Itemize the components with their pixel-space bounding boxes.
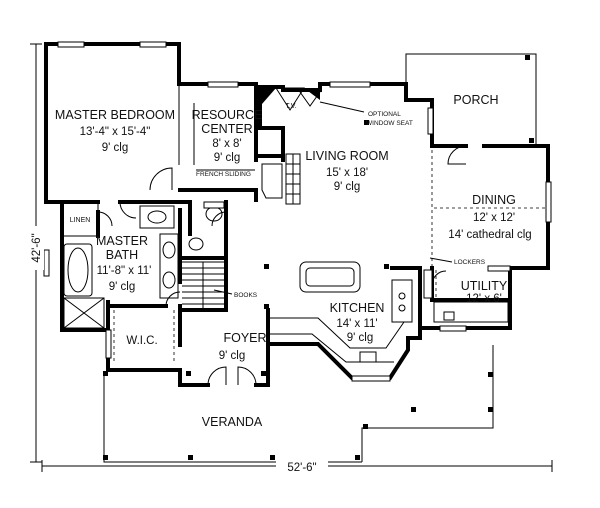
utility-name: UTILITY bbox=[461, 279, 508, 293]
resource-center-name-2: CENTER bbox=[201, 122, 252, 136]
master-bedroom-name: MASTER BEDROOM bbox=[55, 108, 175, 122]
dining-size: 12' x 12' bbox=[473, 212, 515, 224]
books-label: BOOKS bbox=[234, 292, 258, 299]
dining-ceiling-lines bbox=[431, 150, 546, 268]
doors bbox=[97, 145, 467, 386]
living-room-size: 15' x 18' bbox=[326, 167, 368, 179]
master-bath-ceiling: 9' clg bbox=[109, 281, 136, 293]
veranda-outline bbox=[103, 345, 494, 463]
master-bedroom-ceiling: 9' clg bbox=[102, 142, 129, 154]
leader-lines bbox=[213, 101, 453, 295]
porch-outline bbox=[405, 53, 537, 146]
veranda-name: VERANDA bbox=[202, 415, 263, 429]
resource-center-name-1: RESOURCE bbox=[192, 108, 263, 122]
utility-size: 12' x 6' bbox=[466, 293, 502, 305]
wic-label: W.I.C. bbox=[126, 335, 157, 347]
window-seat-label-2: WINDOW SEAT bbox=[366, 120, 413, 127]
kitchen-name: KITCHEN bbox=[330, 301, 385, 315]
master-bath-name-2: BATH bbox=[106, 248, 138, 262]
living-room-name: LIVING ROOM bbox=[305, 149, 388, 163]
resource-center-ceiling: 9' clg bbox=[214, 152, 241, 164]
windows bbox=[43, 41, 552, 382]
resource-center-size: 8' x 8' bbox=[212, 138, 241, 150]
master-bath-name-1: MASTER bbox=[96, 234, 148, 248]
window-seat-label-1: OPTIONAL bbox=[368, 111, 401, 118]
master-bath-size: 11'-8" x 11' bbox=[97, 265, 152, 277]
dining-name: DINING bbox=[472, 193, 516, 207]
dimension-labels: 52'-6" 42'-6" bbox=[28, 226, 328, 474]
porch-name: PORCH bbox=[453, 93, 498, 107]
tv-label: T.V. bbox=[285, 103, 296, 110]
kitchen-ceiling: 9' clg bbox=[347, 332, 374, 344]
master-bedroom-size: 13'-4" x 15'-4" bbox=[80, 126, 151, 138]
overall-width: 52'-6" bbox=[287, 462, 316, 474]
dining-ceiling: 14' cathedral clg bbox=[448, 229, 531, 241]
overall-depth: 42'-6" bbox=[31, 233, 43, 262]
foyer-name: FOYER bbox=[223, 331, 266, 345]
kitchen-size: 14' x 11' bbox=[336, 318, 377, 330]
living-room-ceiling: 9' clg bbox=[334, 181, 361, 193]
foyer-ceiling: 9' clg bbox=[219, 350, 246, 362]
linen-label: LINEN bbox=[70, 217, 91, 224]
fixtures bbox=[63, 87, 509, 364]
annotations: T.V. OPTIONAL WINDOW SEAT FRENCH SLIDING… bbox=[196, 103, 486, 299]
room-labels: MASTER BEDROOM 13'-4" x 15'-4" 9' clg RE… bbox=[55, 93, 532, 429]
french-sliding-label: FRENCH SLIDING bbox=[196, 171, 251, 178]
lockers-label: LOCKERS bbox=[454, 259, 486, 266]
